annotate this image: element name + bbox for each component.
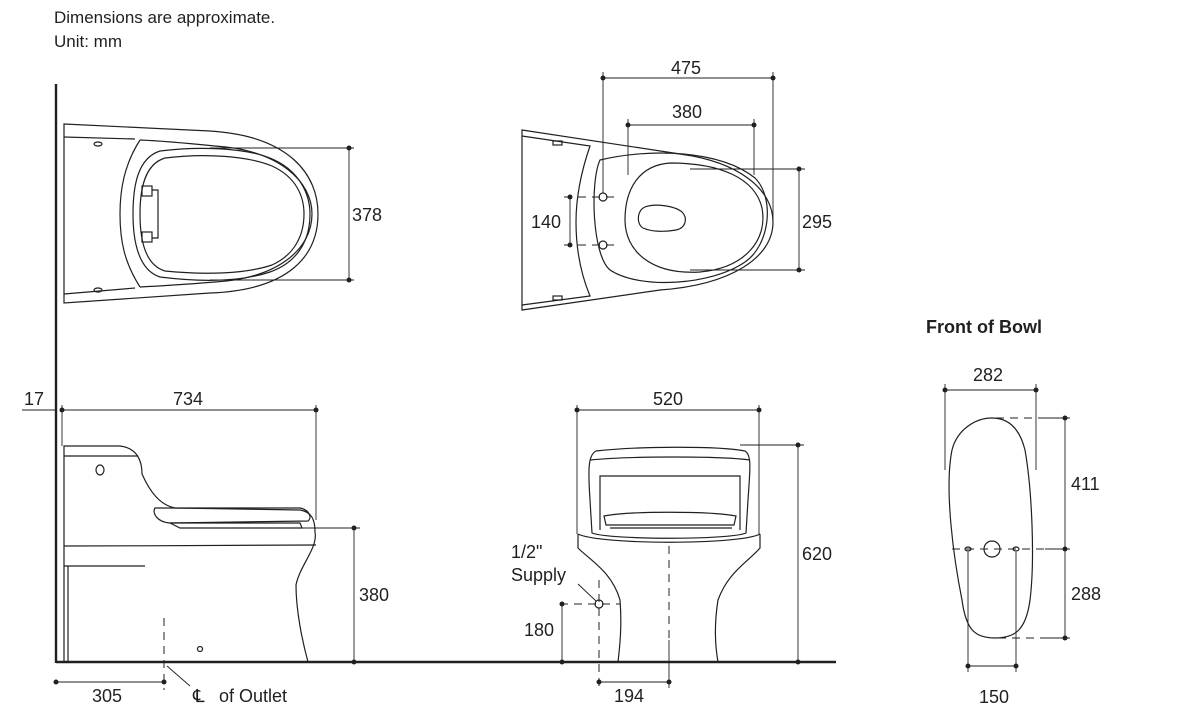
wall-and-floor xyxy=(54,84,836,664)
dim-outlet-offset: 305 xyxy=(92,686,122,706)
top-view: 378 xyxy=(63,123,382,304)
dim-bowl-depth: 295 xyxy=(802,212,832,232)
dim-hole-spacing: 140 xyxy=(531,212,561,232)
dim-front-height: 620 xyxy=(802,544,832,564)
note-unit: Unit: mm xyxy=(54,32,122,51)
outlet-label: of Outlet xyxy=(219,686,287,706)
dim-bowl-front-width: 282 xyxy=(973,365,1003,385)
dim-overall-length: 734 xyxy=(173,389,203,409)
front-view: 520 620 1/2" Supply 180 194 xyxy=(511,389,832,706)
dim-wall-gap: 17 xyxy=(24,389,44,409)
supply-label-size: 1/2" xyxy=(511,542,542,562)
note-approximate: Dimensions are approximate. xyxy=(54,8,276,27)
dim-inner-width: 380 xyxy=(672,102,702,122)
dim-seat-height: 380 xyxy=(359,585,389,605)
front-of-bowl-title: Front of Bowl xyxy=(926,317,1042,337)
bowl-top-view: 475 380 140 295 xyxy=(521,58,832,311)
dim-supply-height: 180 xyxy=(524,620,554,640)
dim-lower-length: 288 xyxy=(1071,584,1101,604)
dim-upper-length: 411 xyxy=(1071,474,1100,494)
dim-bottom-width: 150 xyxy=(979,687,1009,707)
front-of-bowl-view: Front of Bowl 282 411 288 150 xyxy=(926,317,1101,707)
side-view: 734 17 380 305 ℄ of Outlet xyxy=(22,389,389,706)
dim-supply-offset: 194 xyxy=(614,686,644,706)
centerline-symbol: ℄ xyxy=(192,686,205,706)
dim-outer-width: 475 xyxy=(671,58,701,78)
dim-front-width: 520 xyxy=(653,389,683,409)
supply-label-text: Supply xyxy=(511,565,566,585)
dim-top-depth: 378 xyxy=(352,205,382,225)
